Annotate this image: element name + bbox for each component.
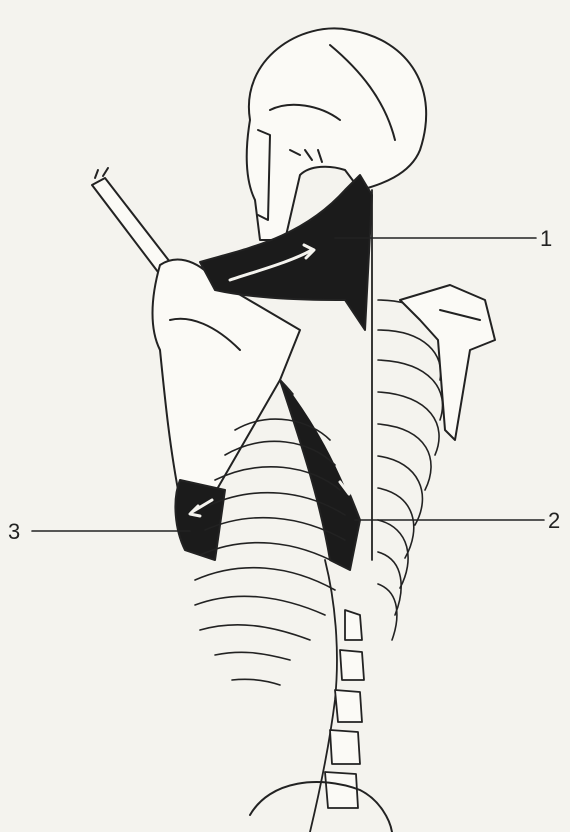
callout-label-3: 3 <box>8 521 20 543</box>
callout-label-1: 1 <box>540 228 552 250</box>
callout-label-2: 2 <box>548 510 560 532</box>
humerus <box>92 168 170 272</box>
right-scapula <box>400 285 495 440</box>
ribcage-right <box>378 300 442 640</box>
pelvis <box>250 782 392 832</box>
rhomboid-muscle <box>280 380 360 570</box>
